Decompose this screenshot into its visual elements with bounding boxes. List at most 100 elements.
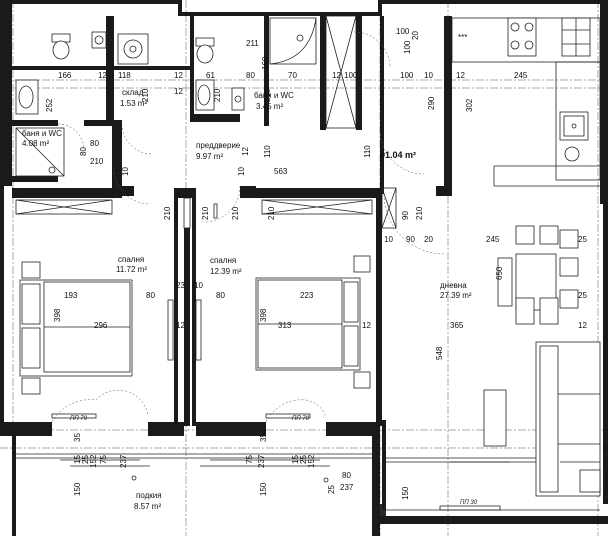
dim: 110 <box>363 145 372 158</box>
dim: 100 <box>400 71 414 80</box>
dim: 563 <box>274 167 288 176</box>
dim: 650 <box>495 266 504 280</box>
dim: 80 <box>342 471 351 480</box>
dim: 12 <box>578 321 587 330</box>
dim: 15 <box>291 455 300 464</box>
room-area-bath2: 4.08 m² <box>22 139 49 148</box>
dim: 35 <box>259 433 268 442</box>
dim: 398 <box>259 308 268 322</box>
room-area-hall: 9.97 m² <box>196 152 223 161</box>
dim: 152 <box>89 454 98 468</box>
stove <box>507 17 537 57</box>
dim: 150 <box>259 482 268 496</box>
dim: 398 <box>53 308 62 322</box>
dim: 23 <box>176 281 185 290</box>
dim: 365 <box>450 321 464 330</box>
stove-marks: *** <box>458 33 467 42</box>
room-name-hall: преддверие <box>196 141 241 150</box>
shaft-duct <box>325 15 357 129</box>
bed-right <box>255 277 361 371</box>
dim: 25 <box>327 485 336 494</box>
dim: 210 <box>415 206 424 220</box>
wardrobe-hall <box>381 187 397 229</box>
room-name-storage: склад <box>122 88 144 97</box>
dim: 70 <box>288 71 297 80</box>
dim: 12 <box>241 147 250 156</box>
dim: 80 <box>146 291 155 300</box>
dim: 245 <box>514 71 528 80</box>
dim: 150 <box>401 486 410 500</box>
window-tags: ПП 70 ПП 70 ПП 30 <box>70 416 478 506</box>
dim: 25 <box>81 455 90 464</box>
dim: 12 <box>456 71 465 80</box>
dim: 80 <box>79 147 88 156</box>
doors <box>167 197 218 361</box>
terrace-markers <box>60 459 600 483</box>
dim: 210 <box>163 206 172 220</box>
room-name-terrace: подкия <box>136 491 162 500</box>
dim: 193 <box>64 291 78 300</box>
shower-left <box>15 127 65 177</box>
dim: 313 <box>278 321 292 330</box>
dim: 12 <box>174 71 183 80</box>
dim: 12 <box>362 321 371 330</box>
dim: 237 <box>257 454 266 468</box>
washbasin-right <box>195 79 215 111</box>
window-tag-3: ПП 30 <box>460 500 478 506</box>
room-area-living: 27.39 m² <box>440 291 472 300</box>
window-sills <box>51 413 501 511</box>
tv-unit <box>483 389 507 447</box>
sofa <box>535 341 601 497</box>
shower-right <box>269 17 317 65</box>
dim: 290 <box>427 96 436 110</box>
dim: 80 <box>90 139 99 148</box>
wardrobe-bedroom1 <box>15 199 113 215</box>
dim: 237 <box>119 454 128 468</box>
room-name-bath1: баня и WC <box>254 91 294 100</box>
window-tag-1: ПП 70 <box>70 416 88 422</box>
dim: 150 <box>73 482 82 496</box>
dim: 80 <box>216 291 225 300</box>
dim: 252 <box>45 98 54 112</box>
dim: 12 <box>98 71 107 80</box>
dim: 211 <box>246 39 259 48</box>
dim: 100 <box>396 27 410 36</box>
dim: 12 <box>332 71 341 80</box>
dim: 25 <box>578 235 587 244</box>
dim: 12 <box>174 87 183 96</box>
dim: 100 <box>344 71 358 80</box>
dim: 10 <box>424 71 433 80</box>
dim: 10 <box>237 167 246 176</box>
dim: 90 <box>406 235 415 244</box>
dim: 15 <box>73 455 82 464</box>
dim: 118 <box>118 71 131 80</box>
dimension-labels: 211 100 100 20 166 12 118 12 61 80 168 7… <box>45 27 587 500</box>
dim: 223 <box>300 291 314 300</box>
dim: 35 <box>73 433 82 442</box>
total-area: 91.04 m² <box>380 150 416 160</box>
bed-left <box>19 279 133 377</box>
fridge <box>561 17 591 57</box>
room-area-bed2: 12.39 m² <box>210 267 242 276</box>
toilet-left <box>51 33 71 60</box>
room-area-bath1: 3.45 m² <box>256 102 283 111</box>
dim: 90 <box>401 211 410 220</box>
nightstands <box>21 255 371 395</box>
room-name-bed1: спалня <box>118 255 144 264</box>
dim: 210 <box>213 88 222 102</box>
washbasin-bath-right <box>231 87 245 111</box>
dim: 210 <box>263 88 272 102</box>
dim: 61 <box>206 71 215 80</box>
toilet-right <box>195 37 215 64</box>
room-name-bed2: спалня <box>210 256 236 265</box>
washbasin-left-top <box>91 31 107 49</box>
room-name-bath2: баня и WC <box>22 129 62 138</box>
dim: 75 <box>245 455 254 464</box>
dim: 12 <box>176 321 185 330</box>
dim: 152 <box>307 454 316 468</box>
dim: 210 <box>90 157 104 166</box>
room-name-living: дневна <box>440 281 467 290</box>
dim: 166 <box>58 71 72 80</box>
